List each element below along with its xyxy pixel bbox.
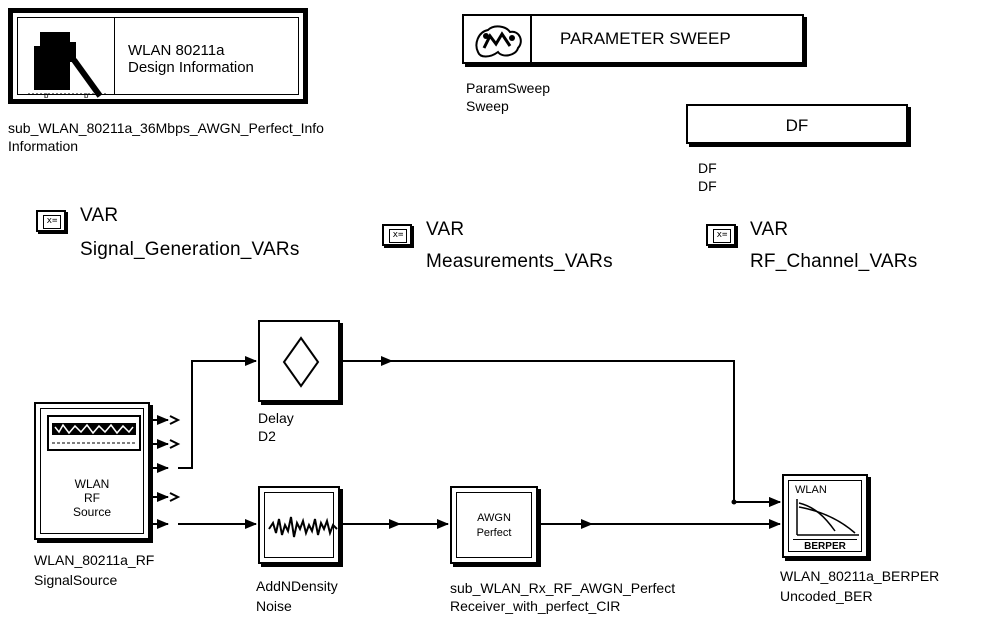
berper-inner-top: WLAN xyxy=(795,484,827,496)
svg-text:p: p xyxy=(44,91,49,98)
design-info-title-line1: WLAN 80211a xyxy=(128,42,225,59)
ber-curve-icon xyxy=(796,499,859,536)
source-name: WLAN_80211a_RF xyxy=(34,552,155,568)
var-rf-channel-name: RF_Channel_VARs xyxy=(750,251,918,272)
signal-source-block[interactable]: WLAN RF Source xyxy=(34,402,150,540)
design-info-block[interactable]: p p WLAN 80211a Design Information xyxy=(8,8,308,104)
berper-instance: Uncoded_BER xyxy=(780,588,873,604)
var-type-label: VAR xyxy=(750,219,789,240)
berper-block[interactable]: WLAN BERPER xyxy=(782,474,868,558)
df-controller-block[interactable]: DF xyxy=(686,104,908,144)
delay-block[interactable] xyxy=(258,320,340,402)
parameter-sweep-block[interactable]: PARAMETER SWEEP xyxy=(462,14,804,64)
df-instance: DF xyxy=(698,178,717,194)
receiver-inner-line1: AWGN xyxy=(477,512,511,524)
delay-instance: D2 xyxy=(258,428,276,444)
var-icon[interactable]: x= xyxy=(36,210,66,232)
source-instance: SignalSource xyxy=(34,572,118,588)
noise-waveform-icon xyxy=(268,516,338,538)
berper-inner-bottom: BERPER xyxy=(793,539,857,554)
sweep-icon xyxy=(475,25,522,58)
parameter-sweep-name: ParamSweep xyxy=(466,80,551,96)
source-inner-line2: RF xyxy=(84,491,100,505)
noise-name: AddNDensity xyxy=(256,578,338,594)
receiver-instance: Receiver_with_perfect_CIR xyxy=(450,598,621,614)
parameter-sweep-divider xyxy=(530,16,532,62)
delay-name: Delay xyxy=(258,410,294,426)
var-type-label: VAR xyxy=(426,219,465,240)
var-icon[interactable]: x= xyxy=(382,224,412,246)
noise-block[interactable] xyxy=(258,486,340,564)
svg-text:p: p xyxy=(84,91,89,98)
receiver-block[interactable]: AWGN Perfect xyxy=(450,486,538,564)
design-info-frame: p p WLAN 80211a Design Information xyxy=(17,17,299,98)
df-name: DF xyxy=(698,160,717,176)
design-info-instance-name: sub_WLAN_80211a_36Mbps_AWGN_Perfect_Info xyxy=(8,120,324,136)
parameter-sweep-title: PARAMETER SWEEP xyxy=(560,29,731,48)
df-title: DF xyxy=(785,116,809,135)
var-measurements-name: Measurements_VARs xyxy=(426,251,613,272)
design-info-divider xyxy=(114,18,115,94)
source-inner-line3: Source xyxy=(72,505,112,519)
source-inner-line1: WLAN xyxy=(74,477,110,491)
var-icon[interactable]: x= xyxy=(706,224,736,246)
design-info-icon: p p xyxy=(28,32,106,98)
var-type-label: VAR xyxy=(80,205,119,226)
berper-name: WLAN_80211a_BERPER xyxy=(780,568,940,584)
receiver-name: sub_WLAN_Rx_RF_AWGN_Perfect xyxy=(450,580,676,596)
design-info-title-line2: Design Information xyxy=(128,59,254,76)
spectrum-icon xyxy=(47,415,141,451)
parameter-sweep-instance: Sweep xyxy=(466,98,509,114)
receiver-inner-line2: Perfect xyxy=(476,527,512,539)
diamond-icon xyxy=(282,336,320,388)
design-info-instance-label: Information xyxy=(8,138,79,154)
noise-instance: Noise xyxy=(256,598,292,614)
var-signal-generation-name: Signal_Generation_VARs xyxy=(80,239,300,260)
